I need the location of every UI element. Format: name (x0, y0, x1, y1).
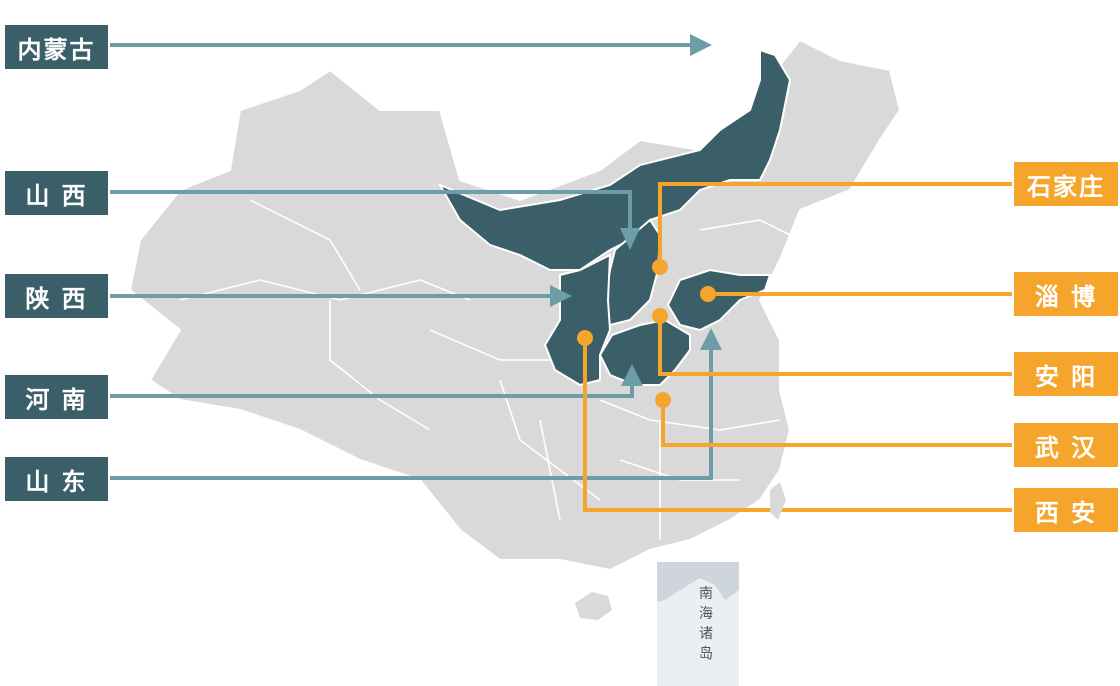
province-arrowheads (550, 34, 722, 386)
hainan-island (575, 592, 612, 620)
connector-wuhan (661, 400, 1012, 447)
label-xian: 西 安 (1014, 488, 1118, 532)
province-neimenggu (437, 48, 792, 271)
label-shanxi: 山 西 (5, 171, 108, 215)
arrow-shaanxi (550, 285, 572, 307)
label-henan: 河 南 (5, 375, 108, 419)
connector-shanxi (110, 190, 632, 232)
inset-label: 南海诸岛 (699, 586, 713, 662)
connector-xian (583, 338, 1012, 512)
city-dots (577, 259, 716, 408)
province-shandong (666, 268, 772, 332)
label-shandong: 山 东 (5, 457, 108, 501)
dot-anyang (652, 308, 668, 324)
arrow-shandong (700, 328, 722, 350)
connector-henan (110, 382, 634, 398)
connector-shijiazhuang (658, 182, 1012, 266)
arrow-shanxi (620, 228, 640, 250)
label-wuhan: 武 汉 (1014, 423, 1118, 467)
dot-shijiazhuang (652, 259, 668, 275)
highlighted-provinces (437, 48, 792, 387)
inset-coastline (657, 562, 739, 602)
dot-zibo (700, 286, 716, 302)
connector-anyang (658, 316, 1012, 376)
label-zibo: 淄 博 (1014, 272, 1118, 316)
taiwan-island (770, 482, 786, 520)
label-neimenggu: 内蒙古 (5, 25, 108, 69)
label-anyang: 安 阳 (1014, 352, 1118, 396)
dot-wuhan (655, 392, 671, 408)
china-base-map (128, 38, 902, 572)
connector-shandong (110, 345, 713, 480)
arrow-henan (621, 364, 643, 386)
dot-xian (577, 330, 593, 346)
label-shaanxi: 陕 西 (5, 274, 108, 318)
arrow-neimenggu (690, 34, 712, 56)
province-shaanxi (543, 253, 612, 387)
label-shijiazhuang: 石家庄 (1014, 162, 1118, 206)
province-connectors (110, 43, 713, 480)
city-connectors (583, 182, 1012, 512)
